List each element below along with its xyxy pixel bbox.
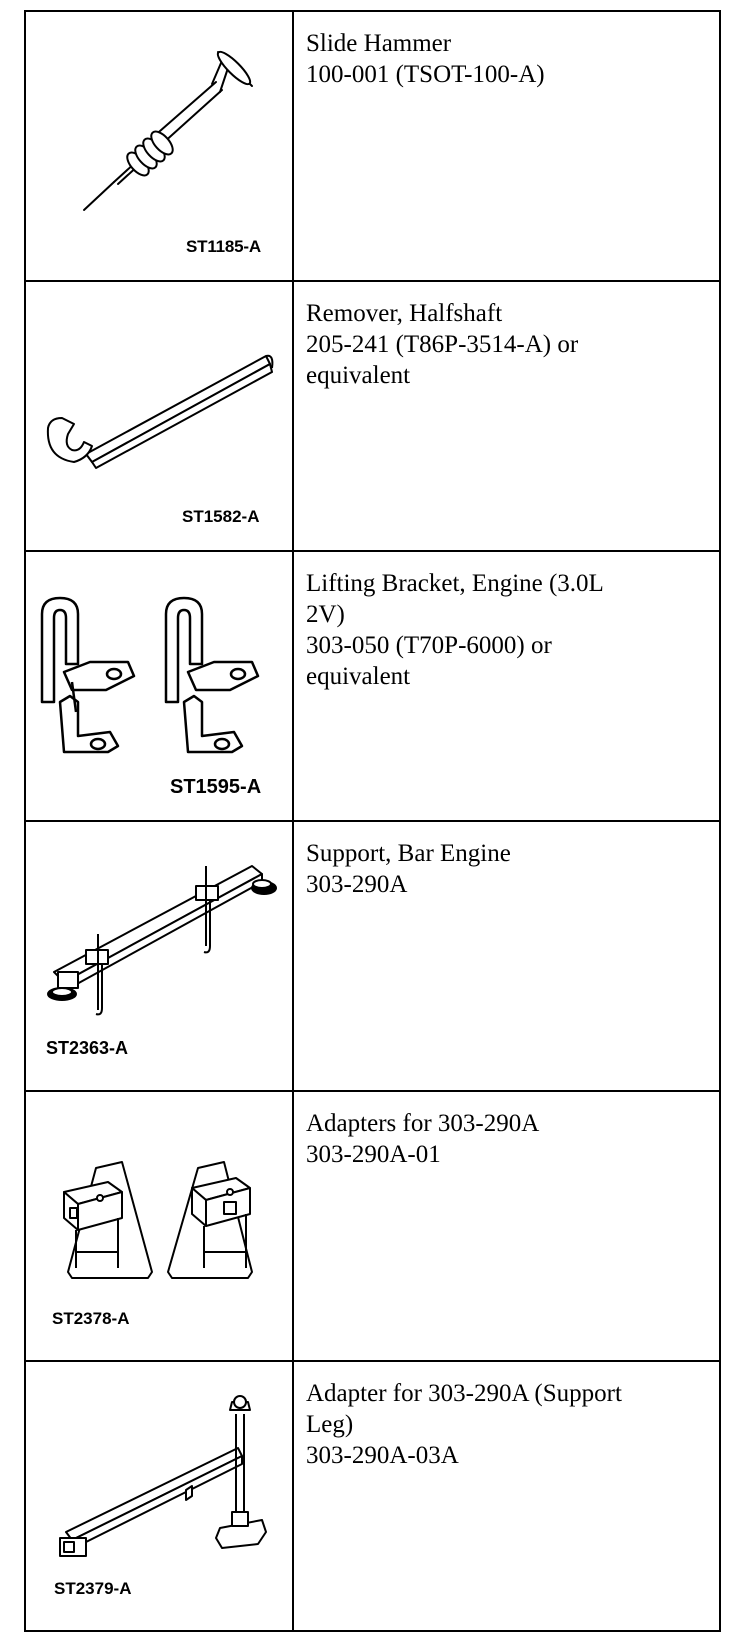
halfshaft-remover-illustration: ST1582-A bbox=[46, 354, 274, 526]
tool-number: 303-050 (T70P-6000) or bbox=[306, 632, 552, 659]
tool-description-cell: Support, Bar Engine 303-290A bbox=[292, 820, 721, 1092]
tool-image-cell: ST1185-A bbox=[24, 10, 294, 282]
tool-code: ST2379-A bbox=[54, 1579, 131, 1598]
tool-name: Adapter for 303-290A (Support bbox=[306, 1380, 622, 1407]
tool-row-support-leg: ST2379-A Adapter for 303-290A (Support L… bbox=[24, 1360, 721, 1632]
special-tools-table: ST1185-A Slide Hammer 100-001 (TSOT-100-… bbox=[24, 10, 721, 1632]
tool-name: Lifting Bracket, Engine (3.0L bbox=[306, 570, 604, 597]
tool-image-cell: ST2363-A bbox=[24, 820, 294, 1092]
tool-number: 303-290A bbox=[306, 871, 408, 898]
tool-row-adapters: ST2378-A Adapters for 303-290A 303-290A-… bbox=[24, 1090, 721, 1362]
tool-code: ST2363-A bbox=[46, 1038, 128, 1058]
tool-number: 303-290A-03A bbox=[306, 1442, 459, 1469]
support-leg-illustration: ST2379-A bbox=[54, 1395, 267, 1598]
tool-name-cont: 2V) bbox=[306, 601, 345, 628]
tool-description-cell: Remover, Halfshaft 205-241 (T86P-3514-A)… bbox=[292, 280, 721, 552]
tool-row-halfshaft-remover: ST1582-A Remover, Halfshaft 205-241 (T86… bbox=[24, 280, 721, 552]
tool-code: ST2378-A bbox=[52, 1309, 129, 1328]
tool-code: ST1595-A bbox=[170, 776, 261, 798]
tool-note: equivalent bbox=[306, 663, 411, 690]
tool-image-cell: ST2379-A bbox=[24, 1360, 294, 1632]
tool-image-cell: ST1582-A bbox=[24, 280, 294, 552]
tool-code: ST1185-A bbox=[186, 237, 261, 256]
tool-description-cell: Lifting Bracket, Engine (3.0L 2V) 303-05… bbox=[292, 550, 721, 822]
support-bar-illustration: ST2363-A bbox=[46, 865, 277, 1058]
tool-name: Adapters for 303-290A bbox=[306, 1110, 540, 1137]
tool-number: 100-001 (TSOT-100-A) bbox=[306, 61, 545, 88]
tool-description-cell: Slide Hammer 100-001 (TSOT-100-A) bbox=[292, 10, 721, 282]
tool-number: 205-241 (T86P-3514-A) or bbox=[306, 331, 579, 358]
tool-code: ST1582-A bbox=[182, 507, 259, 526]
tool-name: Remover, Halfshaft bbox=[306, 300, 503, 327]
tool-note: equivalent bbox=[306, 362, 411, 389]
tool-description-cell: Adapter for 303-290A (Support Leg) 303-2… bbox=[292, 1360, 721, 1632]
adapters-illustration: ST2378-A bbox=[52, 1161, 253, 1328]
tool-image-cell: ST1595-A bbox=[24, 550, 294, 822]
tool-row-slide-hammer: ST1185-A Slide Hammer 100-001 (TSOT-100-… bbox=[24, 10, 721, 282]
tool-row-support-bar: ST2363-A Support, Bar Engine 303-290A bbox=[24, 820, 721, 1092]
slide-hammer-illustration: ST1185-A bbox=[83, 50, 261, 256]
tool-description-cell: Adapters for 303-290A 303-290A-01 bbox=[292, 1090, 721, 1362]
tool-image-cell: ST2378-A bbox=[24, 1090, 294, 1362]
tool-name: Slide Hammer bbox=[306, 30, 452, 57]
tool-number: 303-290A-01 bbox=[306, 1141, 441, 1168]
tool-row-lifting-bracket: ST1595-A Lifting Bracket, Engine (3.0L 2… bbox=[24, 550, 721, 822]
tool-name: Support, Bar Engine bbox=[306, 840, 511, 867]
lifting-bracket-illustration: ST1595-A bbox=[40, 596, 261, 798]
tool-name-cont: Leg) bbox=[306, 1411, 354, 1438]
